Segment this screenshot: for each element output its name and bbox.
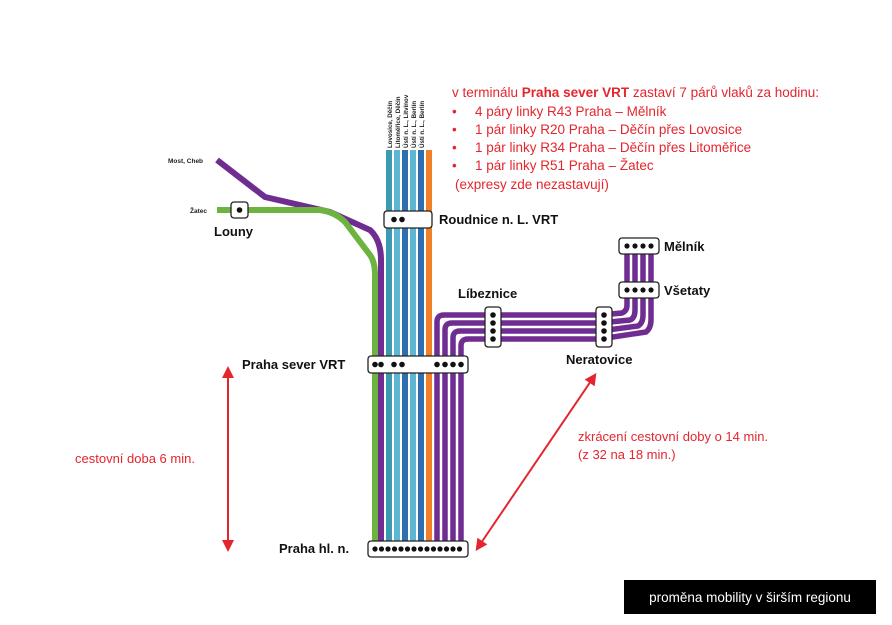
footer-badge: proměna mobility v širším regionu <box>624 580 876 614</box>
info-note: (expresy zde nezastavují) <box>455 177 609 192</box>
dest-label-4: Ústí n. L., Berlín <box>411 101 418 148</box>
label-praha-hl: Praha hl. n. <box>279 541 349 556</box>
label-libeznice: Líbeznice <box>458 286 517 301</box>
info-bullet-text-3: 1 pár linky R34 Praha – Děčín přes Litom… <box>475 140 751 155</box>
label-melnik: Mělník <box>664 239 705 254</box>
travel-time-arrow-right <box>475 373 597 551</box>
vsetaty-stop <box>618 281 660 299</box>
label-roudnice: Roudnice n. L. VRT <box>439 212 558 227</box>
label-zatec: Žatec <box>190 206 207 215</box>
info-bullet-1: • <box>452 104 457 119</box>
info-bullet-2: • <box>452 122 457 137</box>
libeznice-stop <box>484 306 502 348</box>
dest-label-2: Litoměřice, Děčín <box>395 96 402 148</box>
label-vsetaty: Všetaty <box>664 283 711 298</box>
dest-label-5: Ústí n. L., Berlín <box>419 101 426 148</box>
footer-text: proměna mobility v širším regionu <box>649 589 851 605</box>
label-praha-sever: Praha sever VRT <box>242 357 345 372</box>
label-most-cheb: Most, Cheb <box>168 158 203 165</box>
roudnice-stop <box>383 210 433 229</box>
info-bullet-text-2: 1 pár linky R20 Praha – Děčín přes Lovos… <box>475 122 742 137</box>
dest-label-1: Lovosice, Děčín <box>387 101 394 148</box>
info-headline: v terminálu Praha sever VRT zastaví 7 pá… <box>452 85 819 100</box>
info-bullet-text-4: 1 pár linky R51 Praha – Žatec <box>475 158 654 173</box>
melnik-stop <box>618 237 660 255</box>
neratovice-stop <box>595 306 613 348</box>
praha-sever-stop <box>367 355 469 374</box>
label-neratovice: Neratovice <box>566 352 632 367</box>
travel-time-right-2: (z 32 na 18 min.) <box>578 447 676 462</box>
info-bullet-3: • <box>452 140 457 155</box>
info-bullet-4: • <box>452 158 457 173</box>
travel-time-left: cestovní doba 6 min. <box>75 451 195 466</box>
travel-time-right-1: zkrácení cestovní doby o 14 min. <box>578 429 768 444</box>
info-bullet-text-1: 4 páry linky R43 Praha – Mělník <box>475 104 667 119</box>
line-zatec <box>217 207 378 548</box>
label-louny: Louny <box>214 224 254 239</box>
dest-label-3: Ústí n. L., Litvínov <box>403 94 410 148</box>
